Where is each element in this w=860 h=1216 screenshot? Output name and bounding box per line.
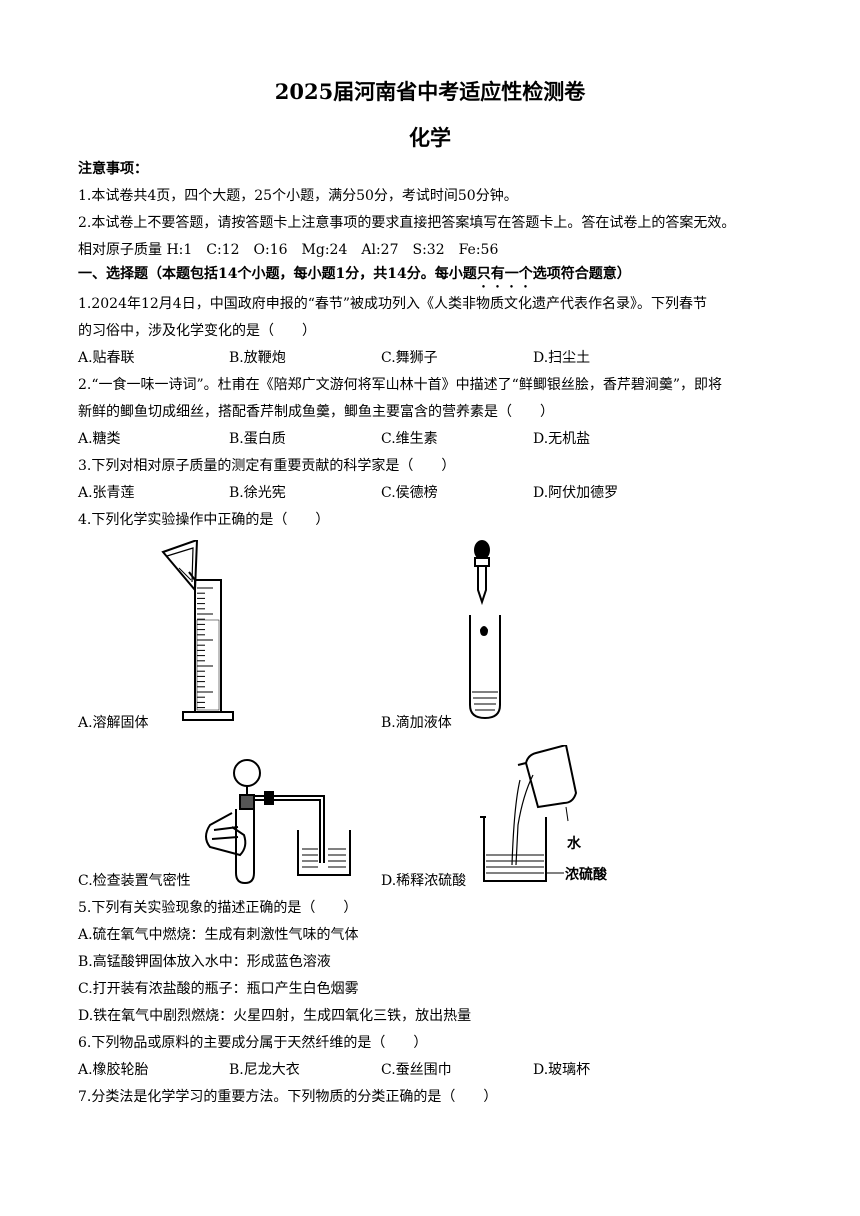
exam-title: 2025届河南省中考适应性检测卷 <box>274 79 586 104</box>
q1-option-b: B.放鞭炮 <box>229 350 286 366</box>
q2-option-c: C.维生素 <box>381 431 438 447</box>
section1-heading-emph: 只有一个 <box>476 266 533 282</box>
section1-heading-pre: 一、选择题（本题包括14个小题，每小题1分，共14分。每小题 <box>78 266 477 282</box>
notice-heading: 注意事项： <box>78 161 148 177</box>
q3-option-b: B.徐光宪 <box>229 485 286 501</box>
subject-title: 化学 <box>409 125 451 150</box>
q5-option-d: D.铁在氧气中剧烈燃烧：火星四射，生成四氧化三铁，放出热量 <box>78 1008 472 1024</box>
q1-option-a: A.贴春联 <box>78 350 135 366</box>
q5-option-c: C.打开装有浓盐酸的瓶子：瓶口产生白色烟雾 <box>78 981 359 997</box>
q4-option-d: D.稀释浓硫酸 <box>381 873 467 889</box>
q4-option-a: A.溶解固体 <box>78 715 149 731</box>
q6-option-d: D.玻璃杯 <box>533 1062 591 1078</box>
atomic-mass: 相对原子质量 H:1 C:12 O:16 Mg:24 Al:27 S:32 Fe… <box>78 242 499 258</box>
q1-stem-1: 1.2024年12月4日，中国政府申报的“春节”被成功列入《人类非物质文化遗产代… <box>78 296 708 312</box>
section1-heading: 一、选择题（本题包括14个小题，每小题1分，共14分。每小题只有一个选项符合题意… <box>78 265 631 291</box>
q4-stem: 4.下列化学实验操作中正确的是（ ） <box>78 512 330 528</box>
q4-option-c: C.检查装置气密性 <box>78 873 191 889</box>
q7-stem: 7.分类法是化学学习的重要方法。下列物质的分类正确的是（ ） <box>78 1089 498 1105</box>
q3-option-a: A.张青莲 <box>78 485 135 501</box>
q3-stem: 3.下列对相对原子质量的测定有重要贡献的科学家是（ ） <box>78 458 456 474</box>
q5-stem: 5.下列有关实验现象的描述正确的是（ ） <box>78 900 358 916</box>
q5-option-a: A.硫在氧气中燃烧：生成有刺激性气味的气体 <box>78 927 359 943</box>
q1-option-c: C.舞狮子 <box>381 350 438 366</box>
figure-dissolve-solid <box>161 540 234 721</box>
q2-option-d: D.无机盐 <box>533 431 591 447</box>
section1-heading-post: 选项符合题意） <box>532 266 631 282</box>
q2-stem-1: 2.“一食一味一诗词”。杜甫在《陪郑广文游何将军山林十首》中描述了“鲜鲫银丝脍，… <box>78 377 722 393</box>
q4-option-b: B.滴加液体 <box>381 715 452 731</box>
q3-option-c: C.侯德榜 <box>381 485 438 501</box>
q6-option-a: A.橡胶轮胎 <box>78 1062 149 1078</box>
figure-add-liquid <box>469 540 501 720</box>
q6-option-c: C.蚕丝围巾 <box>381 1062 452 1078</box>
q6-option-b: B.尼龙大衣 <box>229 1062 300 1078</box>
label-water: 水 <box>567 836 581 852</box>
q1-stem-2: 的习俗中，涉及化学变化的是（ ） <box>78 323 316 339</box>
figure-dilute-acid <box>480 745 578 882</box>
q2-option-a: A.糖类 <box>78 431 121 447</box>
q3-option-d: D.阿伏加德罗 <box>533 485 619 501</box>
notice-item-1: 1.本试卷共4页，四个大题，25个小题，满分50分，考试时间50分钟。 <box>78 188 518 204</box>
q2-stem-2: 新鲜的鲫鱼切成细丝，搭配香芹制成鱼羹，鲫鱼主要富含的营养素是（ ） <box>78 404 554 420</box>
label-concentrated-sulfuric-acid: 浓硫酸 <box>565 867 607 883</box>
q1-option-d: D.扫尘土 <box>533 350 591 366</box>
q5-option-b: B.高锰酸钾固体放入水中：形成蓝色溶液 <box>78 954 331 970</box>
q2-option-b: B.蛋白质 <box>229 431 286 447</box>
q6-stem: 6.下列物品或原料的主要成分属于天然纤维的是（ ） <box>78 1035 428 1051</box>
notice-item-2: 2.本试卷上不要答题，请按答题卡上注意事项的要求直接把答案填写在答题卡上。答在试… <box>78 215 736 231</box>
figure-airtight-check <box>205 759 351 885</box>
